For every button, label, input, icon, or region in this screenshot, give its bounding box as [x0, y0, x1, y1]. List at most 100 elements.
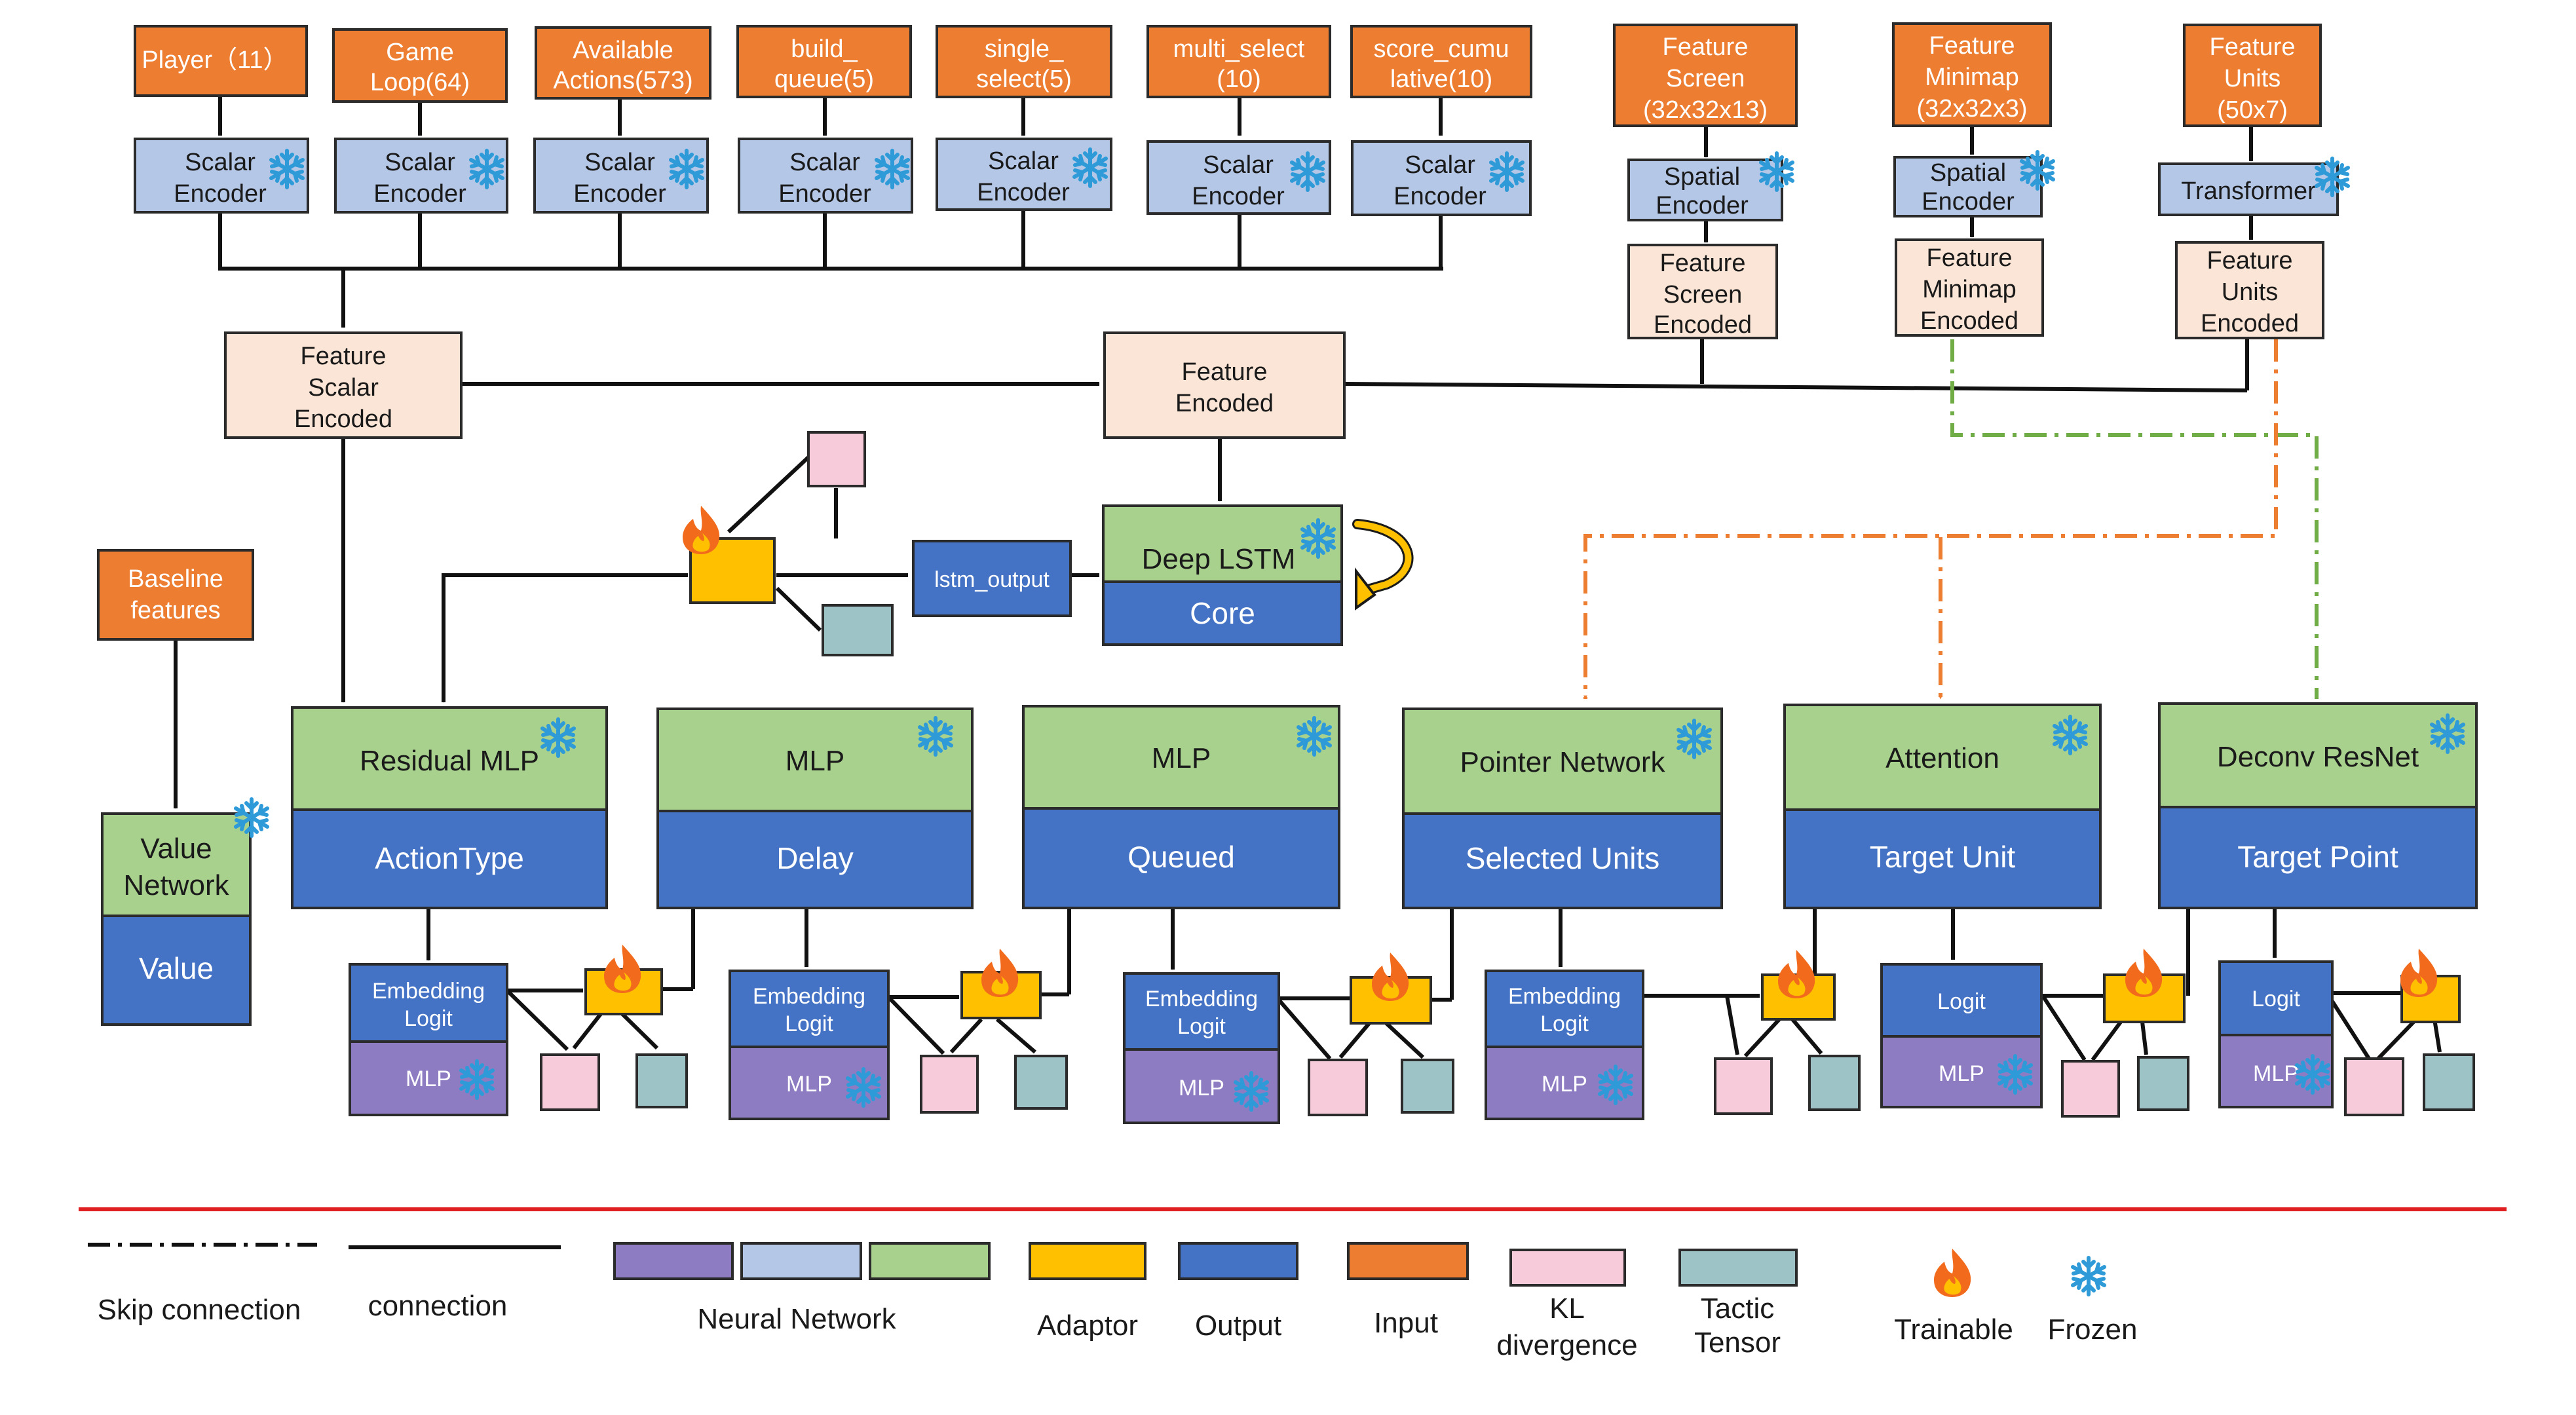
legend-skip-connection: Skip connection	[88, 1243, 318, 1326]
svg-text:Deep LSTM: Deep LSTM	[1142, 543, 1296, 575]
legend-neural-network: Neural Network	[613, 1242, 991, 1335]
svg-text:ActionType: ActionType	[375, 841, 524, 875]
legend: Skip connection connection Neural Networ…	[88, 1242, 2138, 1361]
svg-text:build_queue(5): build_queue(5)	[774, 35, 874, 93]
legend-frozen: Frozen	[2048, 1258, 2138, 1346]
transformer-encoder: Transformer	[2158, 159, 2348, 216]
tactic-tensor-block	[2423, 1053, 2475, 1111]
tactic-tensor-block	[635, 1053, 688, 1108]
tactic-tensor-block	[1401, 1059, 1454, 1114]
svg-text:Delay: Delay	[776, 841, 854, 875]
fire-icon	[2125, 949, 2163, 997]
svg-text:MLP: MLP	[786, 745, 844, 777]
legend-adaptor: Adaptor	[1029, 1242, 1146, 1342]
svg-text:Transformer: Transformer	[2181, 178, 2316, 205]
svg-text:connection: connection	[368, 1290, 508, 1322]
svg-text:MLP: MLP	[1939, 1061, 1984, 1086]
kl-divergence-block	[2061, 1060, 2120, 1118]
svg-text:single_select(5): single_select(5)	[976, 35, 1072, 93]
svg-text:Logit: Logit	[1937, 989, 1986, 1014]
svg-text:multi_select(10): multi_select(10)	[1173, 35, 1305, 93]
kl-divergence-block	[1308, 1059, 1368, 1116]
kl-divergence-block	[807, 431, 866, 487]
svg-text:MLP: MLP	[786, 1072, 832, 1097]
svg-text:Target Unit: Target Unit	[1870, 840, 2016, 874]
svg-text:Selected Units: Selected Units	[1466, 841, 1660, 875]
input-build-queue: build_queue(5)	[736, 25, 912, 98]
fire-icon	[683, 506, 720, 554]
connectors	[174, 96, 2442, 1061]
legend-output: Output	[1178, 1242, 1298, 1342]
svg-text:Residual MLP: Residual MLP	[360, 745, 539, 777]
svg-text:MLP: MLP	[1152, 742, 1211, 774]
svg-text:Frozen: Frozen	[2048, 1313, 2138, 1346]
kl-divergence-block	[2344, 1057, 2404, 1116]
svg-text:MLP: MLP	[1542, 1072, 1587, 1097]
head-target-unit: Attention Target Unit Logit MLP	[1783, 704, 2189, 1118]
svg-text:Queued: Queued	[1127, 840, 1235, 874]
legend-trainable: Trainable	[1894, 1249, 2013, 1346]
svg-text:MLP: MLP	[1179, 1076, 1224, 1101]
svg-text:Trainable: Trainable	[1894, 1313, 2013, 1346]
head-selected-units: Pointer Network Selected Units Embedding…	[1402, 708, 1861, 1120]
svg-text:MLP: MLP	[406, 1066, 451, 1091]
snowflake-icon	[2073, 1258, 2104, 1294]
kl-divergence-block	[920, 1055, 979, 1114]
core-adaptor	[683, 431, 894, 656]
svg-text:Adaptor: Adaptor	[1037, 1310, 1138, 1342]
svg-text:Pointer Network: Pointer Network	[1460, 746, 1665, 778]
head-target-point: Deconv ResNet Target Point Logit MLP	[2158, 702, 2478, 1116]
svg-text:Skip connection: Skip connection	[98, 1294, 301, 1326]
svg-text:Output: Output	[1195, 1310, 1281, 1342]
svg-text:Player（11）: Player（11）	[142, 47, 288, 74]
svg-text:Logit: Logit	[2252, 987, 2300, 1011]
svg-text:lstm_output: lstm_output	[934, 567, 1050, 592]
svg-text:Attention: Attention	[1885, 742, 1999, 774]
fire-icon	[1934, 1249, 1971, 1297]
tactic-tensor-block	[2137, 1056, 2189, 1111]
tactic-tensor-block	[1014, 1055, 1068, 1110]
svg-text:Core: Core	[1190, 596, 1255, 630]
svg-text:Input: Input	[1374, 1307, 1438, 1339]
deep-lstm-core: Deep LSTM Core	[1102, 504, 1343, 646]
